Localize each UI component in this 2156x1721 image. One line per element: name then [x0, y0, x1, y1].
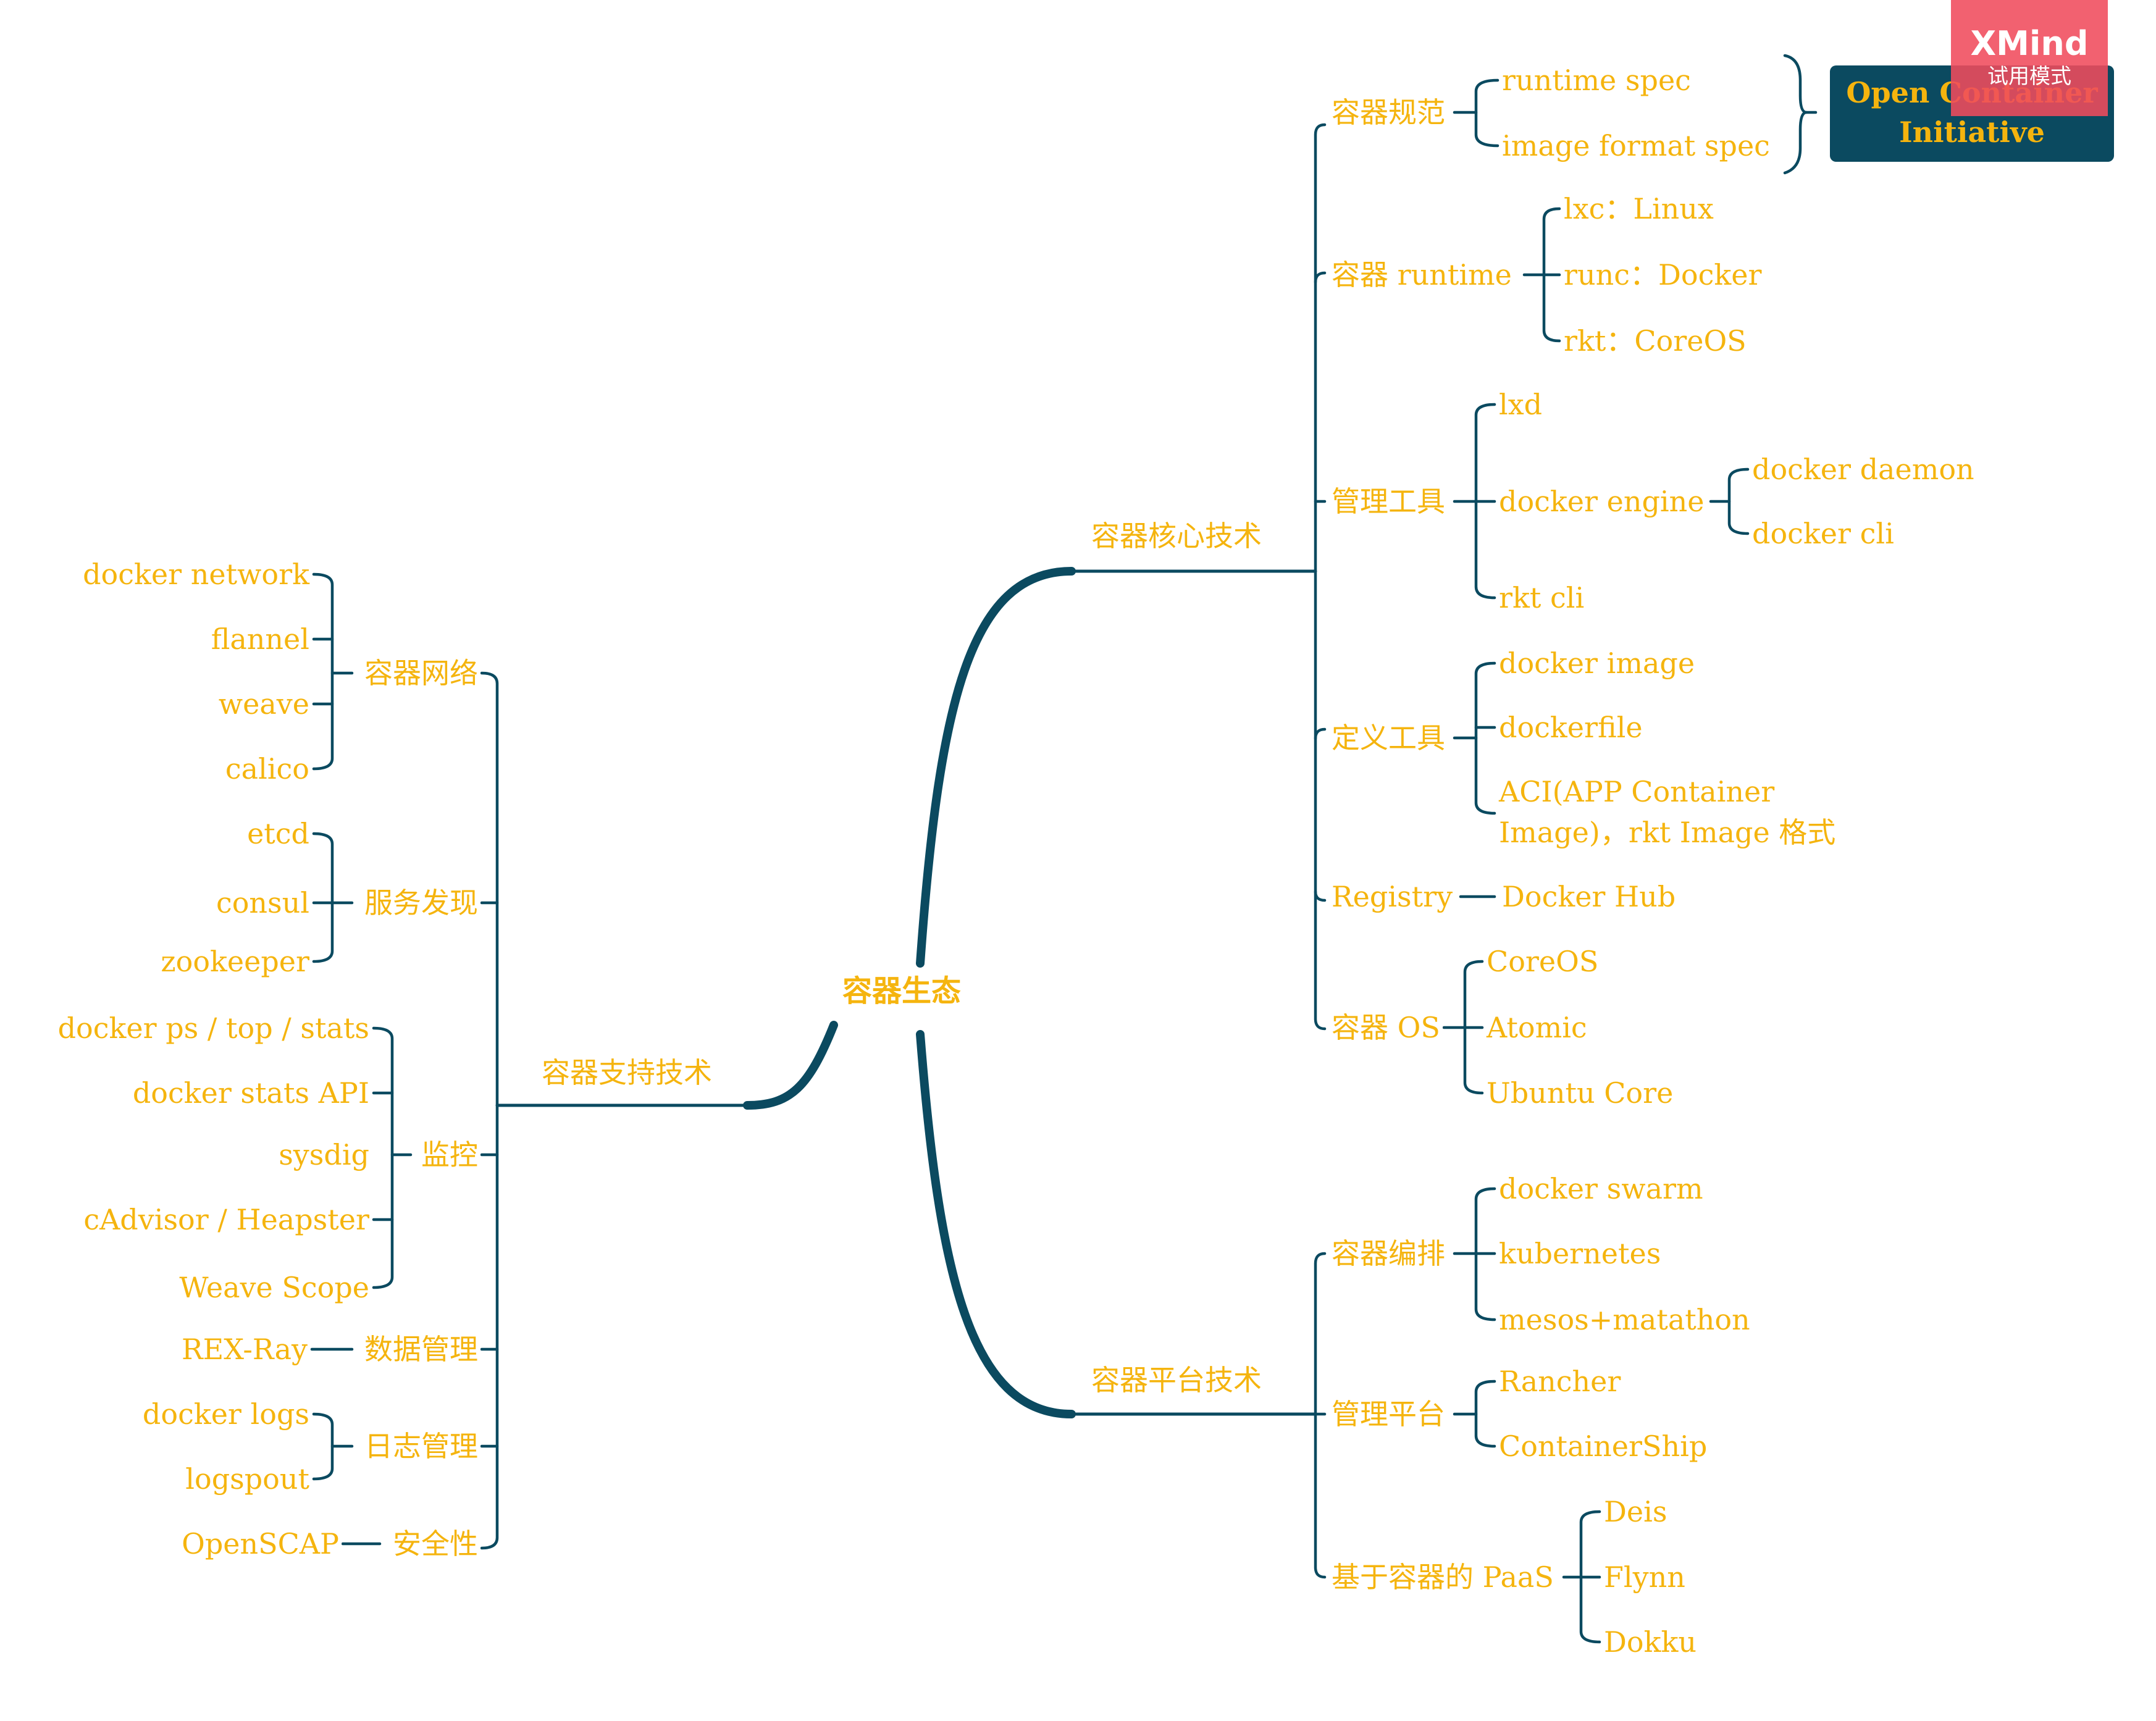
- bracket-logs: [312, 1412, 334, 1481]
- topic-mgmt-tools[interactable]: 管理工具: [1329, 484, 1448, 519]
- bracket-monitoring: [372, 1026, 394, 1289]
- topic-rkt[interactable]: rkt：CoreOS: [1561, 324, 1749, 358]
- branch-platform[interactable]: 容器平台技术: [1089, 1363, 1264, 1397]
- branch-support[interactable]: 容器支持技术: [539, 1055, 715, 1090]
- topic-data-mgmt[interactable]: 数据管理: [362, 1332, 480, 1367]
- topic-docker-network[interactable]: docker network: [80, 557, 312, 592]
- callout-bracket: [1783, 54, 1808, 175]
- topic-docker-image[interactable]: docker image: [1496, 646, 1698, 680]
- topic-rex-ray[interactable]: REX-Ray: [179, 1332, 310, 1367]
- topic-container-os[interactable]: 容器 OS: [1329, 1010, 1443, 1045]
- topic-zookeeper[interactable]: zookeeper: [158, 944, 312, 979]
- topic-atomic[interactable]: Atomic: [1484, 1010, 1590, 1045]
- topic-docker-logs[interactable]: docker logs: [140, 1397, 312, 1431]
- tick-core-runtime: [1314, 271, 1327, 284]
- topic-runc[interactable]: runc：Docker: [1561, 258, 1764, 292]
- topic-docker-daemon[interactable]: docker daemon: [1750, 452, 1977, 487]
- tick-core-define: [1314, 727, 1327, 740]
- bracket-engine: [1727, 467, 1750, 535]
- topic-mesos[interactable]: mesos+matathon: [1496, 1302, 1753, 1337]
- topic-dokku[interactable]: Dokku: [1601, 1625, 1699, 1659]
- topic-docker-cli[interactable]: docker cli: [1750, 516, 1897, 551]
- topic-network[interactable]: 容器网络: [362, 656, 480, 690]
- topic-calico[interactable]: calico: [222, 752, 312, 786]
- bracket-support: [480, 671, 499, 1550]
- topic-aci[interactable]: ACI(APP Container Image)，rkt Image 格式: [1496, 771, 1897, 853]
- topic-deis[interactable]: Deis: [1601, 1494, 1670, 1529]
- topic-lxd[interactable]: lxd: [1496, 387, 1545, 422]
- bracket-discovery: [312, 832, 334, 963]
- topic-monitoring[interactable]: 监控: [419, 1137, 480, 1172]
- bracket-define: [1474, 661, 1496, 815]
- topic-security[interactable]: 安全性: [390, 1526, 480, 1561]
- watermark-subtitle: 试用模式: [1987, 64, 2071, 89]
- topic-spec[interactable]: 容器规范: [1329, 95, 1448, 130]
- watermark-brand: XMind: [1970, 24, 2089, 63]
- xmind-watermark: XMind 试用模式: [1951, 0, 2108, 116]
- topic-runtime-spec[interactable]: runtime spec: [1500, 63, 1693, 98]
- topic-image-format-spec[interactable]: image format spec: [1500, 128, 1772, 163]
- callout-line-2: Initiative: [1899, 115, 2045, 149]
- topic-define-tools[interactable]: 定义工具: [1329, 721, 1448, 755]
- topic-registry[interactable]: Registry: [1329, 879, 1456, 914]
- topic-openscap[interactable]: OpenSCAP: [179, 1526, 342, 1561]
- topic-consul[interactable]: consul: [213, 886, 312, 920]
- bracket-spec: [1474, 78, 1500, 148]
- connector-root-support: [743, 1021, 838, 1110]
- topic-docker-engine[interactable]: docker engine: [1496, 484, 1707, 519]
- topic-weave[interactable]: weave: [216, 687, 312, 721]
- topic-docker-ps[interactable]: docker ps / top / stats: [55, 1011, 372, 1045]
- topic-kubernetes[interactable]: kubernetes: [1496, 1236, 1664, 1271]
- topic-mgmt-platform[interactable]: 管理平台: [1329, 1397, 1448, 1431]
- topic-lxc[interactable]: lxc：Linux: [1561, 191, 1716, 226]
- bracket-core: [1314, 123, 1327, 1031]
- topic-flannel[interactable]: flannel: [208, 622, 312, 656]
- connector-root-platform: [916, 1030, 1076, 1418]
- topic-coreos[interactable]: CoreOS: [1484, 944, 1601, 979]
- topic-rancher[interactable]: Rancher: [1496, 1364, 1624, 1399]
- bracket-mgmtplat: [1474, 1380, 1496, 1448]
- topic-weave-scope[interactable]: Weave Scope: [177, 1270, 372, 1305]
- topic-log-mgmt[interactable]: 日志管理: [362, 1429, 480, 1463]
- topic-ubuntu-core[interactable]: Ubuntu Core: [1484, 1076, 1676, 1110]
- bracket-network: [312, 572, 334, 771]
- topic-service-discovery[interactable]: 服务发现: [362, 886, 480, 920]
- tick-core-registry: [1314, 890, 1327, 902]
- topic-docker-stats-api[interactable]: docker stats API: [130, 1076, 372, 1110]
- topic-logspout[interactable]: logspout: [183, 1462, 312, 1496]
- topic-dockerfile[interactable]: dockerfile: [1496, 710, 1645, 745]
- topic-container-runtime[interactable]: 容器 runtime: [1329, 258, 1514, 292]
- connector-root-core: [916, 567, 1076, 968]
- topic-docker-swarm[interactable]: docker swarm: [1496, 1171, 1706, 1206]
- root-topic[interactable]: 容器生态: [836, 970, 968, 1012]
- topic-rkt-cli[interactable]: rkt cli: [1496, 580, 1587, 615]
- topic-docker-hub[interactable]: Docker Hub: [1500, 879, 1679, 914]
- branch-core[interactable]: 容器核心技术: [1089, 519, 1264, 553]
- topic-containership[interactable]: ContainerShip: [1496, 1429, 1710, 1463]
- topic-cadvisor[interactable]: cAdvisor / Heapster: [81, 1202, 372, 1237]
- topic-flynn[interactable]: Flynn: [1601, 1560, 1688, 1594]
- topic-orchestration[interactable]: 容器编排: [1329, 1236, 1448, 1271]
- topic-sysdig[interactable]: sysdig: [276, 1137, 372, 1172]
- topic-etcd[interactable]: etcd: [245, 816, 312, 851]
- topic-paas[interactable]: 基于容器的 PaaS: [1329, 1560, 1556, 1594]
